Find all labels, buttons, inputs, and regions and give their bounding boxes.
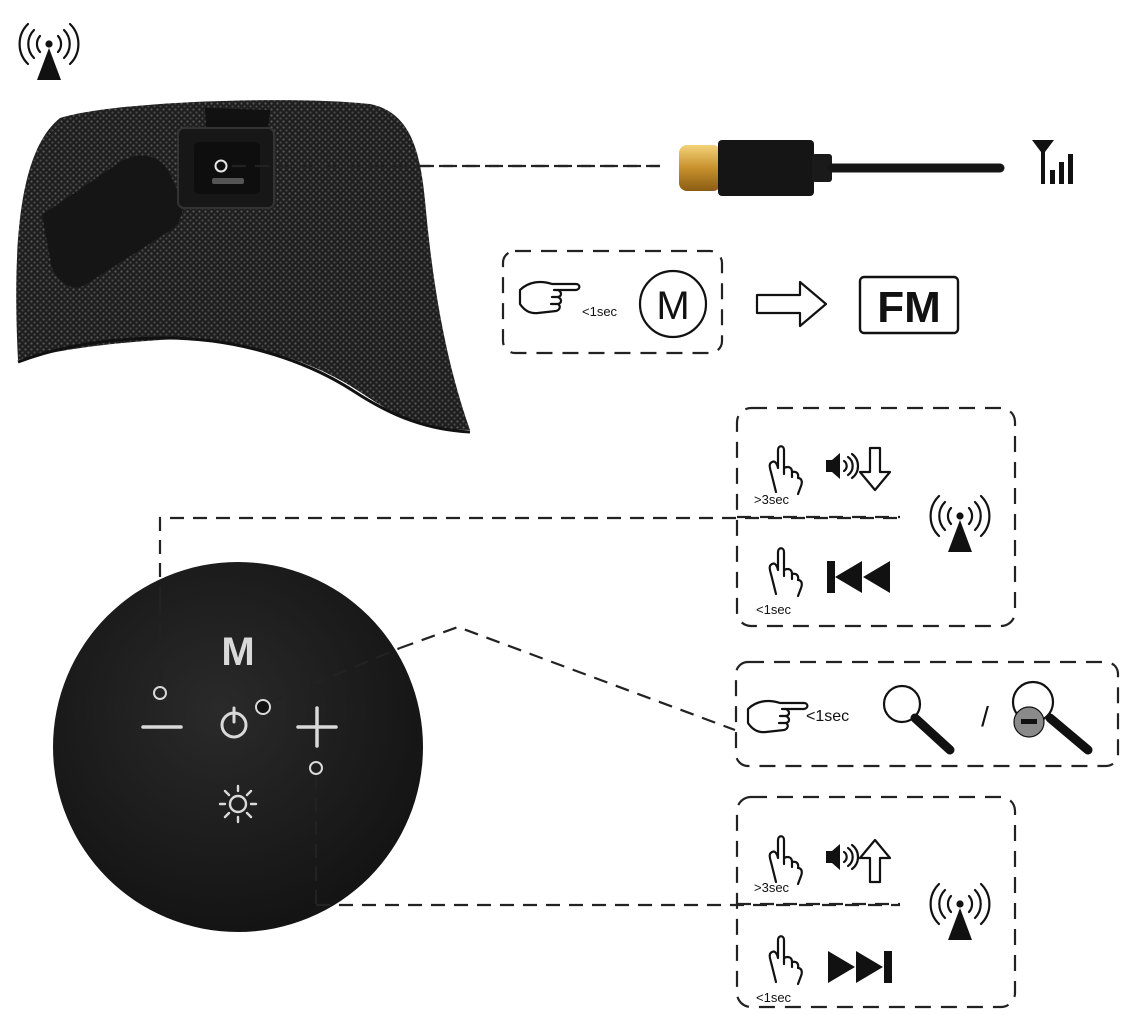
- plus-icon: [296, 706, 338, 748]
- power-leader-light: [269, 646, 401, 704]
- hand-press-icon: [768, 547, 803, 598]
- speaker-strap: [42, 108, 270, 288]
- next-track-icon: [828, 951, 892, 983]
- hand-press-icon: [746, 699, 809, 734]
- speaker-volume-icon: [824, 451, 860, 481]
- search-minus-icon: [1011, 680, 1093, 755]
- hand-press-icon: [768, 445, 803, 496]
- arrow-right-icon: [755, 280, 828, 328]
- volume-up-panel: >3sec <1sec: [735, 795, 1017, 1009]
- volume-down-long-press: >3sec: [754, 492, 790, 507]
- radio-signal-icon: [929, 882, 991, 942]
- search-press-time: <1sec: [806, 708, 849, 725]
- speaker-top-image: [16, 100, 471, 434]
- search-separator: /: [981, 701, 989, 732]
- fm-result-box: FM: [858, 275, 960, 335]
- arrow-down-icon: [858, 446, 892, 492]
- search-panel: <1sec /: [734, 660, 1120, 768]
- fm-mode-panel: <1sec M: [501, 249, 724, 355]
- search-plus-icon: [882, 684, 955, 755]
- minus-leader-line: [158, 516, 900, 600]
- mode-button-letter: M: [656, 284, 689, 328]
- arrow-up-icon: [858, 838, 892, 884]
- signal-strength-icon: [1032, 140, 1073, 184]
- mode-button-icon: M: [638, 269, 708, 339]
- power-leader-line: [399, 625, 736, 732]
- usb-c-cable-icon: [679, 140, 1005, 196]
- fm-result-label: FM: [877, 283, 941, 332]
- hand-press-icon: [518, 280, 581, 315]
- light-icon: [218, 784, 258, 824]
- fm-press-time: <1sec: [582, 304, 618, 319]
- previous-short-press: <1sec: [756, 602, 792, 617]
- usb-port: [212, 178, 244, 184]
- usb-port-cover: [177, 127, 275, 209]
- speaker-volume-icon: [824, 842, 860, 872]
- previous-track-icon: [827, 561, 890, 593]
- power-icon: [220, 706, 248, 739]
- radio-signal-icon: [929, 494, 991, 554]
- volume-down-panel: >3sec <1sec: [735, 406, 1017, 628]
- mode-button-label: M: [221, 630, 254, 674]
- control-panel: M: [53, 562, 423, 932]
- volume-up-long-press: >3sec: [754, 880, 790, 895]
- radio-signal-icon: [18, 22, 80, 82]
- hand-press-icon: [768, 835, 803, 886]
- hand-press-icon: [768, 935, 803, 986]
- next-short-press: <1sec: [756, 990, 792, 1005]
